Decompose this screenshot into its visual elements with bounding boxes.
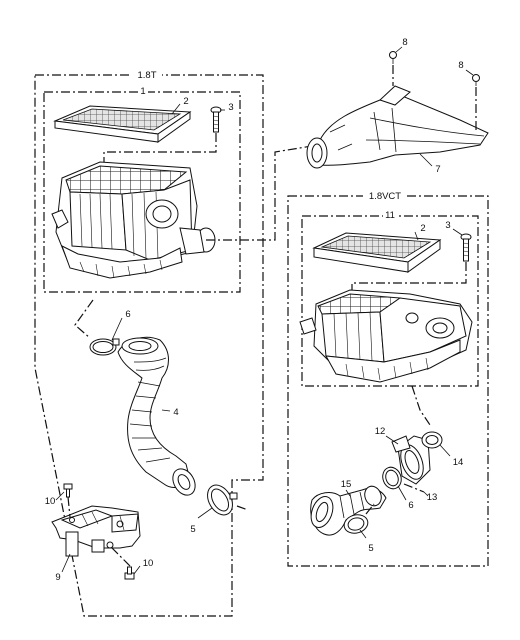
leader-clamp-lower-1-8t [236,505,249,511]
air-flow-meter [391,435,431,485]
callouts: 2 3 8 8 7 2 3 6 4 5 10 9 10 [45,37,474,583]
callout-5-1-8vct: 5 [368,543,373,554]
group-label-1: 1 [140,86,145,97]
leader-screw-1-8t [103,133,217,167]
screw-8-left [389,51,397,64]
leader-vct-housing-to-meter [411,385,431,426]
callout-2-1-8t: 2 [183,96,188,107]
callout-2-1-8vct: 2 [420,223,425,234]
leader-13 [403,483,425,493]
seal-ring-14 [421,431,443,449]
callout-5-1-8t: 5 [190,524,195,535]
group-label-1-8t: 1.8T [137,70,156,81]
screw-1-8t [210,106,222,133]
callout-7: 7 [435,164,440,175]
hose-clamp-lower-1-8t [207,484,238,516]
hose-clamp-lower-1-8vct [343,514,369,534]
air-filter-element-1-8vct [312,232,442,273]
callout-8-left: 8 [402,37,407,48]
leader-6-vct [397,485,407,501]
callout-9: 9 [55,572,60,583]
callout-3-1-8t: 3 [228,102,233,113]
leader-14 [439,444,451,457]
group-1-8vct: 1.8VCT 11 [287,190,489,567]
leader-screw-10-bottom [111,547,131,567]
screw-8-right [472,74,480,86]
callout-10-top: 10 [45,496,56,507]
hose-clamp-upper-1-8t [89,338,120,356]
air-filter-housing-1-8t [51,161,216,279]
air-filter-housing-1-8vct [299,289,473,383]
leader-clamp-to-housing-1-8t [74,299,94,339]
group-1-8vct-border [287,195,489,567]
callout-4: 4 [173,407,178,418]
group-1-8t-border [34,74,264,617]
leader-clamp-lower-vct [365,503,375,515]
callout-10-bottom: 10 [143,558,154,569]
leader-housing-to-duct [206,145,313,241]
callout-13: 13 [427,492,438,503]
intake-hose-1-8t [117,336,196,496]
group-label-1-8vct: 1.8VCT [369,191,401,202]
callout-12: 12 [375,426,386,437]
air-filter-element-1-8t [53,105,192,143]
callout-15: 15 [341,479,352,490]
hose-clamp-upper-1-8vct [382,466,402,490]
callout-14: 14 [453,457,464,468]
screw-1-8vct [460,233,472,262]
leader-screw-10-top [67,496,71,518]
callout-8-right: 8 [458,60,463,71]
callout-3-1-8vct: 3 [445,220,450,231]
callout-6-1-8t: 6 [125,309,130,320]
screw-10-top [63,483,73,498]
group-1-8t: 1.8T 1 [34,69,264,617]
screw-10-bottom [124,566,135,580]
intake-duct [306,85,489,169]
callout-6-1-8vct: 6 [408,500,413,511]
group-label-11: 11 [385,210,395,221]
mounting-bracket [51,505,141,557]
